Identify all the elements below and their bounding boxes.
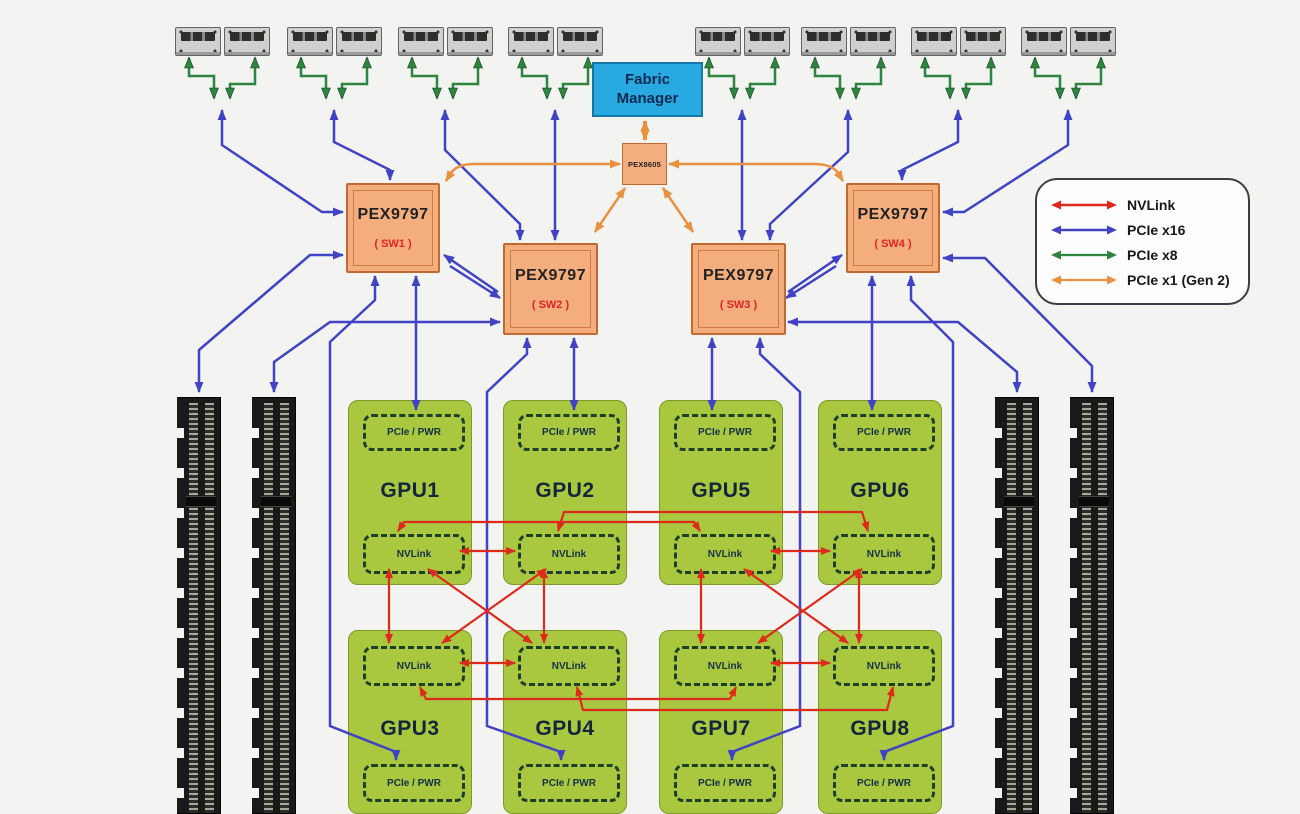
- fabric-manager-label: Fabric Manager: [616, 70, 679, 107]
- nvlink-port: NVLink: [363, 646, 465, 686]
- switch-node-sw4: PEX9797 ( SW4 ): [846, 183, 940, 273]
- legend-row-nvlink: NVLink: [1051, 192, 1234, 217]
- legend-label: PCIe x16: [1127, 221, 1186, 238]
- pcie-x16-arrow-icon: [1051, 225, 1117, 235]
- legend: NVLink PCIe x16 PCIe x8 PCIe x1 (Gen 2): [1035, 178, 1250, 305]
- gpu-label: GPU7: [691, 717, 751, 740]
- uplink-connector-icon: [398, 27, 493, 56]
- switch-chip-label: PEX9797: [357, 206, 429, 223]
- gpu-node-gpu4: NVLink GPU4 PCIe / PWR: [503, 630, 627, 814]
- legend-label: NVLink: [1127, 196, 1176, 213]
- gpu-label: GPU1: [380, 479, 440, 502]
- pcie-pwr-port: PCIe / PWR: [833, 414, 935, 451]
- legend-row-pcie-x16: PCIe x16: [1051, 217, 1234, 242]
- nvlink-port: NVLink: [833, 534, 935, 574]
- mgmt-switch-node: PEX8605: [622, 143, 667, 185]
- pcie-pwr-port: PCIe / PWR: [674, 764, 776, 802]
- nvlink-port: NVLink: [363, 534, 465, 574]
- uplink-connector-icon: [287, 27, 382, 56]
- switch-chip-label: PEX9797: [514, 267, 587, 284]
- pcie-pwr-port: PCIe / PWR: [363, 764, 465, 802]
- uplink-connector-icon: [175, 27, 270, 56]
- switch-node-sw2: PEX9797 ( SW2 ): [503, 243, 598, 335]
- nvlink-port: NVLink: [674, 646, 776, 686]
- pcie-pwr-port: PCIe / PWR: [518, 764, 620, 802]
- legend-row-pcie-x1: PCIe x1 (Gen 2): [1051, 268, 1234, 293]
- nvlink-port: NVLink: [833, 646, 935, 686]
- pcie-pwr-port: PCIe / PWR: [518, 414, 620, 451]
- pcie-slot-icon: [995, 397, 1039, 814]
- gpu-label: GPU8: [850, 717, 910, 740]
- gpu-label: GPU4: [535, 717, 595, 740]
- uplink-connector-icon: [1021, 27, 1116, 56]
- nvlink-port: NVLink: [518, 534, 620, 574]
- uplink-connector-icon: [801, 27, 896, 56]
- switch-name-label: ( SW4 ): [874, 238, 912, 250]
- uplink-connector-icon: [695, 27, 790, 56]
- switch-name-label: ( SW1 ): [374, 238, 412, 250]
- pcie-x1-arrow-icon: [1051, 275, 1117, 285]
- mgmt-switch-label: PEX8605: [627, 159, 662, 169]
- switch-name-label: ( SW3 ): [719, 299, 758, 311]
- legend-label: PCIe x8: [1127, 247, 1178, 264]
- nvlink-arrow-icon: [1051, 200, 1117, 210]
- gpu-node-gpu2: PCIe / PWR GPU2 NVLink: [503, 400, 627, 585]
- nvlink-port: NVLink: [518, 646, 620, 686]
- switch-node-sw1: PEX9797 ( SW1 ): [346, 183, 440, 273]
- pcie-slot-icon: [252, 397, 296, 814]
- fabric-manager-node: Fabric Manager: [592, 62, 703, 117]
- pcie-pwr-port: PCIe / PWR: [833, 764, 935, 802]
- switch-node-sw3: PEX9797 ( SW3 ): [691, 243, 786, 335]
- switch-name-label: ( SW2 ): [531, 299, 570, 311]
- pcie-x8-arrow-icon: [1051, 250, 1117, 260]
- gpu-label: GPU6: [850, 479, 910, 502]
- pcie-pwr-port: PCIe / PWR: [363, 414, 465, 451]
- gpu-node-gpu8: NVLink GPU8 PCIe / PWR: [818, 630, 942, 814]
- gpu-label: GPU3: [380, 717, 440, 740]
- pcie-pwr-port: PCIe / PWR: [674, 414, 776, 451]
- switch-chip-label: PEX9797: [857, 206, 929, 223]
- uplink-connector-icon: [911, 27, 1006, 56]
- nvlink-port: NVLink: [674, 534, 776, 574]
- gpu-label: GPU2: [535, 479, 595, 502]
- switch-chip-label: PEX9797: [702, 267, 775, 284]
- legend-label: PCIe x1 (Gen 2): [1127, 272, 1230, 289]
- gpu-node-gpu5: PCIe / PWR GPU5 NVLink: [659, 400, 783, 585]
- gpu-node-gpu7: NVLink GPU7 PCIe / PWR: [659, 630, 783, 814]
- gpu-label: GPU5: [691, 479, 751, 502]
- gpu-node-gpu1: PCIe / PWR GPU1 NVLink: [348, 400, 472, 585]
- uplink-connector-icon: [508, 27, 603, 56]
- gpu-node-gpu3: NVLink GPU3 PCIe / PWR: [348, 630, 472, 814]
- pcie-slot-icon: [177, 397, 221, 814]
- legend-row-pcie-x8: PCIe x8: [1051, 243, 1234, 268]
- pcie-slot-icon: [1070, 397, 1114, 814]
- gpu-node-gpu6: PCIe / PWR GPU6 NVLink: [818, 400, 942, 585]
- pcie-x16-links: [194, 109, 1097, 761]
